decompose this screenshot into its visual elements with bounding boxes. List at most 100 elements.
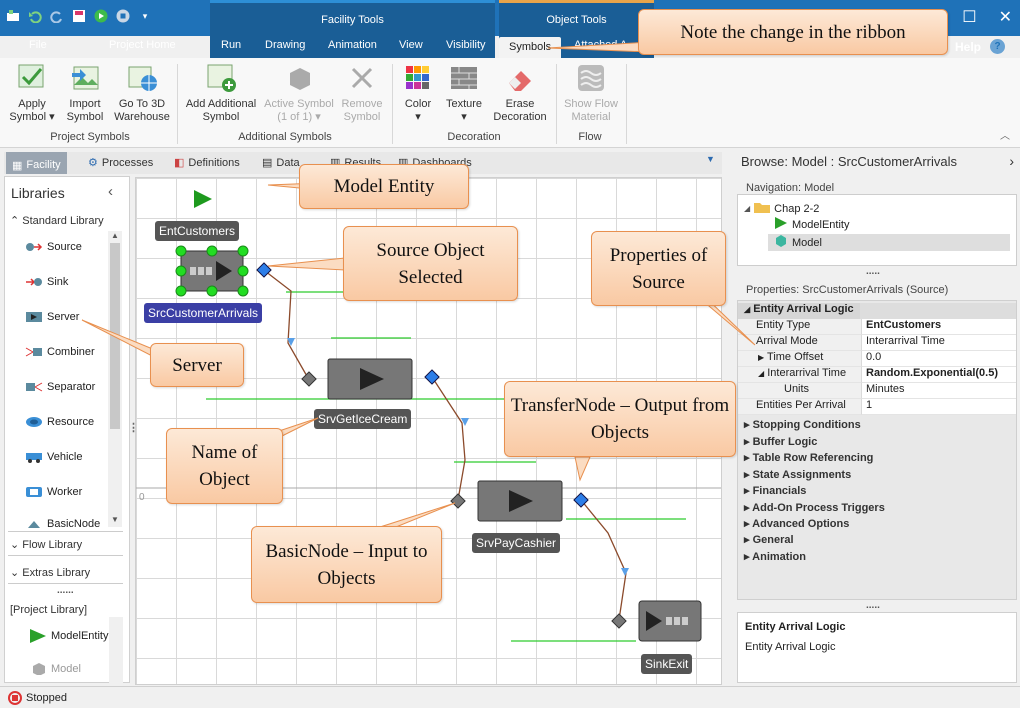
source-symbol[interactable] (175, 245, 249, 297)
tree-item-model[interactable]: Model (768, 234, 1010, 251)
redo-icon[interactable] (50, 9, 64, 23)
apply-symbol-button[interactable]: Apply Symbol ▾ (8, 62, 56, 124)
library-item-resource[interactable]: Resource (25, 416, 94, 428)
close-icon[interactable]: ✕ (998, 9, 1012, 26)
sink-name-label[interactable]: SinkExit (641, 654, 693, 674)
source-name-label[interactable]: SrcCustomerArrivals (144, 303, 263, 323)
tab-symbols[interactable]: Symbols (499, 37, 562, 58)
collapse-ribbon-icon[interactable]: ︿ (1000, 131, 1010, 142)
tab-visibility[interactable]: Visibility (446, 39, 486, 51)
server2-output-transfer-node[interactable] (573, 492, 589, 508)
category-state-assignments[interactable]: ▸ State Assignments (744, 469, 852, 481)
library-item-modelentity[interactable]: ModelEntity (29, 629, 108, 643)
server1-name-label[interactable]: SrvGetIceCream (314, 409, 412, 429)
server2-name-label[interactable]: SrvPayCashier (472, 533, 561, 553)
server1-input-basic-node[interactable] (301, 371, 317, 387)
library-item-source[interactable]: Source (25, 241, 82, 253)
category-advanced-options[interactable]: ▸ Advanced Options (744, 518, 850, 530)
library-item-basicnode[interactable]: BasicNode (25, 519, 100, 529)
sink-input-basic-node[interactable] (611, 613, 627, 629)
run-icon[interactable] (94, 9, 108, 23)
library-scroll-thumb[interactable] (110, 243, 120, 429)
tree-item-project[interactable]: ◢Chap 2-2 (744, 202, 820, 215)
server2-symbol[interactable] (477, 480, 563, 522)
active-symbol-button[interactable]: Active Symbol (1 of 1) ▾ (262, 62, 336, 124)
category-general[interactable]: ▸ General (744, 534, 794, 546)
server1-symbol[interactable] (327, 358, 413, 400)
library-item-worker[interactable]: Worker (25, 486, 82, 498)
category-stopping-conditions[interactable]: ▸ Stopping Conditions (744, 419, 861, 431)
standard-library-header[interactable]: ⌃ Standard Library (10, 215, 104, 227)
stop-icon[interactable] (116, 9, 130, 23)
tab-view[interactable]: View (399, 39, 423, 51)
import-symbol-button[interactable]: Import Symbol (62, 62, 108, 124)
category-add-on-process-triggers[interactable]: ▸ Add-On Process Triggers (744, 502, 885, 514)
tab-facility[interactable]: ▦Facility (6, 152, 67, 174)
collapse-panel-icon[interactable]: ‹ (108, 183, 113, 200)
tab-animation[interactable]: Animation (328, 39, 377, 51)
add-additional-symbol-button[interactable]: Add Additional Symbol (184, 62, 258, 124)
tab-menu-icon[interactable]: ▼ (706, 154, 715, 164)
library-item-combiner[interactable]: Combiner (25, 346, 95, 358)
source-output-transfer-node[interactable] (256, 262, 272, 278)
category-animation[interactable]: ▸ Animation (744, 551, 806, 563)
sink-symbol[interactable] (638, 600, 702, 642)
collapse-arrow-icon[interactable]: ◢ (758, 369, 765, 378)
view-tab-bar: ▦Facility ⚙Processes ◧Definitions ▤Data … (4, 152, 722, 174)
category-buffer-logic[interactable]: ▸ Buffer Logic (744, 436, 818, 448)
tab-file[interactable]: File (29, 39, 47, 51)
maximize-icon[interactable]: ☐ (962, 9, 977, 26)
color-button[interactable]: Color▾ (398, 62, 438, 124)
tab-drawing[interactable]: Drawing (265, 39, 306, 51)
tab-definitions[interactable]: ◧Definitions (174, 156, 240, 170)
erase-decoration-button[interactable]: Erase Decoration (492, 62, 548, 124)
project-library-scrollbar[interactable] (109, 617, 123, 683)
tab-project-home[interactable]: Project Home (109, 39, 176, 51)
remove-symbol-button[interactable]: Remove Symbol (338, 62, 386, 124)
expand-pane-icon[interactable]: › (1009, 153, 1014, 169)
texture-button[interactable]: Texture▾ (442, 62, 486, 124)
scroll-up-icon[interactable]: ▲ (111, 231, 119, 240)
props-splitter[interactable]: ..... (866, 600, 880, 611)
expand-arrow-icon[interactable]: ▶ (758, 353, 765, 362)
library-item-separator[interactable]: Separator (25, 381, 95, 393)
library-item-vehicle[interactable]: Vehicle (25, 451, 82, 463)
tree-item-modelentity[interactable]: ModelEntity (774, 217, 849, 232)
entity-name-label[interactable]: EntCustomers (155, 221, 240, 241)
category-entity-arrival-logic[interactable]: ◢ Entity Arrival Logic (738, 303, 1016, 319)
add-symbol-icon (205, 62, 237, 94)
category-financials[interactable]: ▸ Financials (744, 485, 807, 497)
tab-run[interactable]: Run (221, 39, 242, 51)
help-button[interactable]: Help (955, 40, 982, 54)
category-table-row-referencing[interactable]: ▸ Table Row Referencing (744, 452, 874, 464)
library-item-model[interactable]: Model (29, 663, 81, 675)
help-icon[interactable]: ? (990, 39, 1005, 54)
customize-dropdown-icon[interactable]: ▾ (142, 10, 148, 21)
tab-processes[interactable]: ⚙Processes (88, 156, 154, 170)
server2-input-basic-node[interactable] (450, 493, 466, 509)
show-flow-material-button[interactable]: Show Flow Material (560, 62, 622, 124)
server1-output-transfer-node[interactable] (424, 369, 440, 385)
tab-attached[interactable]: Attached A (574, 39, 628, 51)
callout-properties-of-source: Properties of Source (591, 231, 726, 306)
tab-data[interactable]: ▤Data (262, 156, 300, 170)
panel-splitter[interactable]: ⋮ (128, 422, 139, 434)
model-entity-symbol[interactable] (194, 190, 212, 208)
apply-symbol-label: Apply Symbol (9, 98, 47, 123)
library-item-server[interactable]: Server (25, 311, 79, 323)
nav-splitter[interactable]: ..... (866, 266, 880, 277)
extras-library-header[interactable]: ⌄ Extras Library (10, 567, 91, 579)
scroll-down-icon[interactable]: ▼ (111, 515, 119, 524)
save-icon[interactable] (72, 9, 86, 23)
library-item-sink[interactable]: Sink (25, 276, 68, 288)
go-to-3d-warehouse-button[interactable]: Go To 3D Warehouse (112, 62, 172, 124)
undo-icon[interactable] (28, 9, 42, 23)
library-splitter[interactable]: ...... (57, 585, 74, 596)
flow-library-header[interactable]: ⌄ Flow Library (10, 539, 83, 551)
